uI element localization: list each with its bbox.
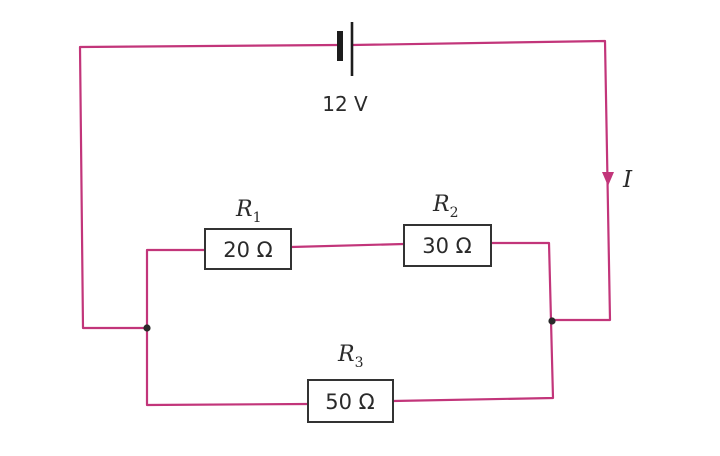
junction-right xyxy=(548,317,556,325)
wire-r1-r2 xyxy=(289,242,406,249)
current-label: I xyxy=(622,167,633,193)
resistor-r2-subscript: 2 xyxy=(450,205,459,221)
resistor-r1-subscript: 1 xyxy=(253,210,262,226)
resistor-r3-symbol: R xyxy=(337,342,355,367)
resistor-r1-symbol: R xyxy=(235,197,253,222)
resistor-r2-symbol: R xyxy=(432,192,450,217)
resistor-r1-value: 20 Ω xyxy=(223,238,272,262)
resistor-r1: R1 20 Ω xyxy=(204,197,292,270)
resistor-r3-box xyxy=(307,379,394,423)
resistor-r3-value: 50 Ω xyxy=(325,390,374,414)
wire-top-right xyxy=(350,39,612,322)
current-arrow xyxy=(602,172,614,186)
junction-left xyxy=(143,324,151,332)
resistor-r2: R2 30 Ω xyxy=(403,192,492,267)
resistor-r2-label: R2 xyxy=(432,192,459,221)
resistor-r3-subscript: 3 xyxy=(355,355,364,371)
resistor-r3: R3 50 Ω xyxy=(307,342,394,423)
battery-voltage-label: 12 V xyxy=(322,92,368,116)
resistor-r2-value: 30 Ω xyxy=(422,234,471,258)
resistor-r1-label: R1 xyxy=(235,197,262,226)
wire-top-left xyxy=(78,43,340,330)
wire-left-rail xyxy=(145,248,310,407)
resistor-r3-label: R3 xyxy=(337,342,364,371)
resistor-r2-box xyxy=(403,224,492,267)
resistor-r1-box xyxy=(204,228,292,270)
